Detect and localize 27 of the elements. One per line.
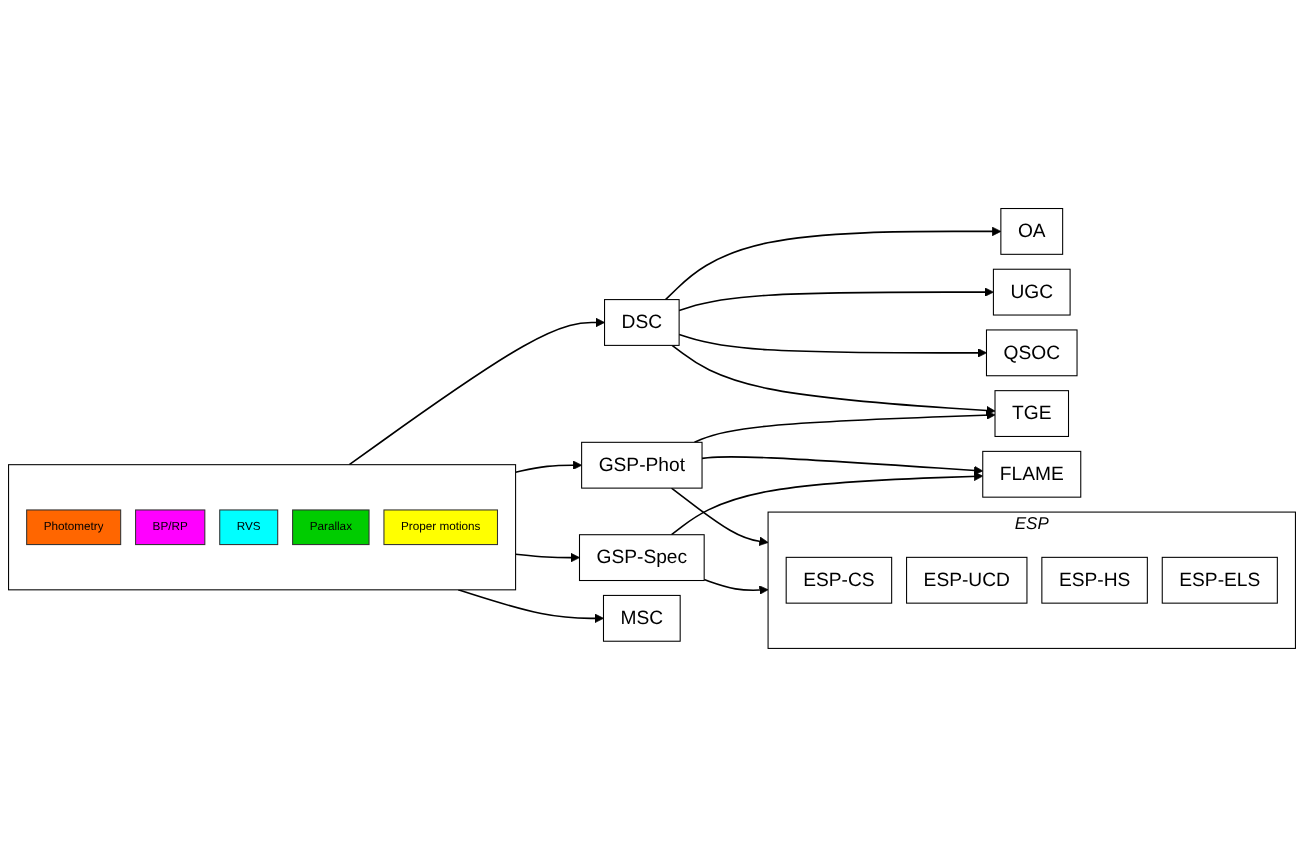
arrow bbox=[670, 486, 769, 546]
node-box: UGC bbox=[992, 268, 1071, 316]
arrow bbox=[703, 578, 769, 595]
node-box: MSC bbox=[602, 594, 681, 642]
node-box: TGE bbox=[994, 389, 1070, 437]
node-box: ESP-HS bbox=[1041, 556, 1148, 604]
node-box: GSP-Spec bbox=[578, 533, 705, 581]
arrow bbox=[514, 552, 580, 562]
arrow bbox=[678, 333, 987, 358]
node-box: ESP-CS bbox=[785, 556, 893, 604]
arrow bbox=[664, 226, 1002, 300]
node-box: DSC bbox=[604, 298, 680, 346]
arrow bbox=[457, 588, 604, 623]
arrow bbox=[514, 460, 583, 473]
arrow bbox=[693, 410, 996, 443]
node-box: FLAME bbox=[982, 450, 1082, 498]
arrow bbox=[671, 344, 996, 415]
node-box: ESP-UCD bbox=[906, 556, 1028, 604]
node-box: QSOC bbox=[985, 328, 1078, 376]
arrow bbox=[678, 287, 994, 311]
arrow bbox=[670, 471, 984, 536]
node-box: ESP-ELS bbox=[1161, 556, 1278, 604]
arrow bbox=[701, 455, 984, 475]
node-box: GSP-Phot bbox=[581, 441, 703, 489]
node-box: OA bbox=[1000, 207, 1064, 255]
cluster bbox=[8, 463, 517, 590]
arrow bbox=[348, 317, 605, 465]
